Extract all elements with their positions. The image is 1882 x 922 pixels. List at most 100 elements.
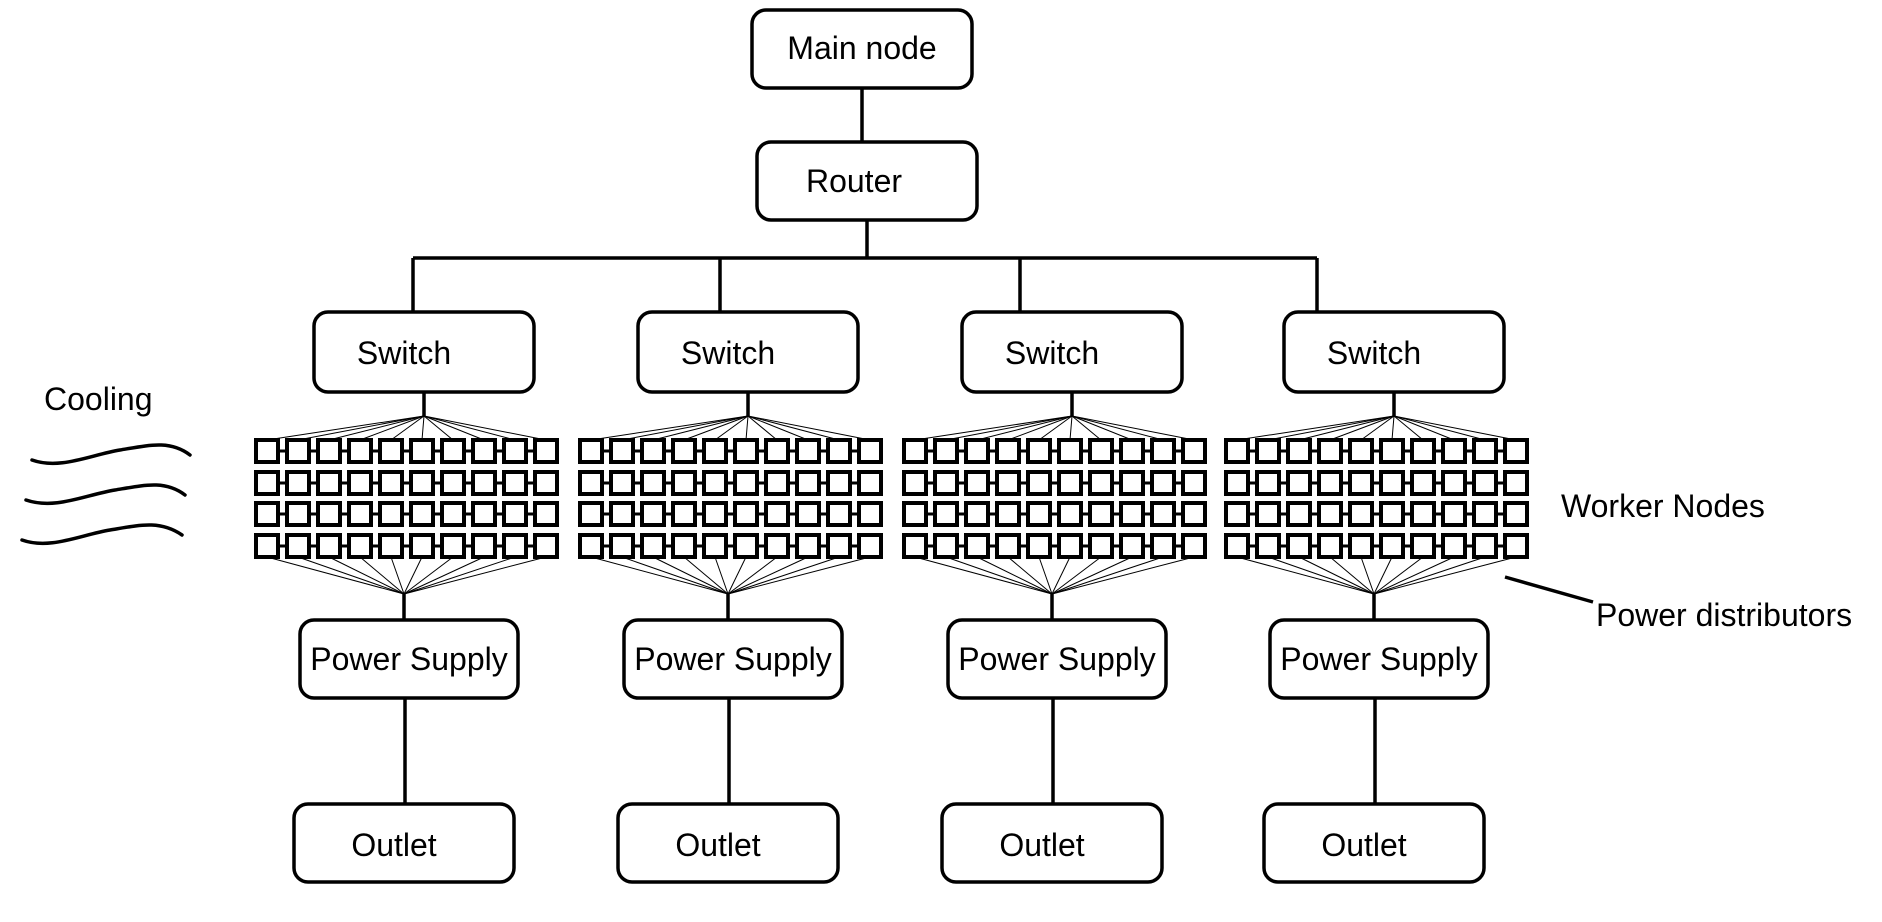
worker-node bbox=[702, 470, 728, 496]
worker-node bbox=[1503, 501, 1529, 527]
worker-node bbox=[471, 438, 497, 464]
worker-node bbox=[1286, 501, 1312, 527]
power-supply: Power Supply bbox=[622, 618, 844, 700]
worker-node bbox=[1224, 533, 1250, 559]
worker-node bbox=[1088, 438, 1114, 464]
worker-node bbox=[902, 501, 928, 527]
cooling-wave-2 bbox=[24, 483, 187, 506]
worker-node bbox=[609, 438, 635, 464]
worker-node bbox=[254, 470, 280, 496]
power-supply-label: Power Supply bbox=[310, 641, 507, 677]
network-fan bbox=[914, 415, 1195, 441]
worker-node bbox=[1379, 470, 1405, 496]
worker-node bbox=[471, 501, 497, 527]
power-distributor-fan bbox=[590, 556, 871, 595]
worker-node bbox=[471, 533, 497, 559]
worker-node bbox=[1119, 501, 1145, 527]
outlet-label: Outlet bbox=[351, 827, 436, 863]
network-fan bbox=[266, 415, 547, 441]
worker-node bbox=[1026, 501, 1052, 527]
main-node: Main node bbox=[750, 8, 974, 90]
worker-node bbox=[1286, 533, 1312, 559]
worker-node bbox=[1026, 533, 1052, 559]
worker-node bbox=[1503, 438, 1529, 464]
power-supply: Power Supply bbox=[1268, 618, 1490, 700]
network-fan bbox=[1236, 415, 1517, 441]
worker-node bbox=[1119, 438, 1145, 464]
worker-node bbox=[702, 438, 728, 464]
worker-node bbox=[347, 501, 373, 527]
worker-node bbox=[378, 470, 404, 496]
worker-node bbox=[409, 438, 435, 464]
worker-node bbox=[609, 501, 635, 527]
power-distributor-fan bbox=[914, 556, 1195, 595]
worker-node bbox=[964, 438, 990, 464]
power-supply-label: Power Supply bbox=[1280, 641, 1477, 677]
worker-node bbox=[533, 501, 559, 527]
worker-node bbox=[533, 470, 559, 496]
worker-node bbox=[1026, 470, 1052, 496]
worker-node bbox=[733, 501, 759, 527]
outlet-label: Outlet bbox=[675, 827, 760, 863]
outlet: Outlet bbox=[616, 802, 840, 884]
worker-node bbox=[316, 438, 342, 464]
worker-node bbox=[733, 438, 759, 464]
worker-node bbox=[1348, 533, 1374, 559]
switch-label: Switch bbox=[1005, 335, 1099, 371]
worker-node bbox=[795, 438, 821, 464]
worker-nodes-label: Worker Nodes bbox=[1561, 488, 1765, 524]
worker-node bbox=[1255, 470, 1281, 496]
worker-node bbox=[640, 438, 666, 464]
worker-node bbox=[285, 438, 311, 464]
switch: Switch bbox=[312, 310, 536, 394]
worker-node bbox=[316, 533, 342, 559]
worker-node bbox=[826, 438, 852, 464]
power-supply: Power Supply bbox=[298, 618, 520, 700]
switch-label: Switch bbox=[1327, 335, 1421, 371]
worker-node bbox=[285, 470, 311, 496]
worker-node bbox=[1255, 533, 1281, 559]
worker-node bbox=[964, 501, 990, 527]
worker-node bbox=[578, 470, 604, 496]
worker-node bbox=[857, 470, 883, 496]
worker-node bbox=[347, 533, 373, 559]
cooling-group: Cooling bbox=[20, 381, 192, 546]
worker-node bbox=[733, 533, 759, 559]
worker-node bbox=[1181, 438, 1207, 464]
worker-node bbox=[1472, 533, 1498, 559]
worker-node bbox=[409, 501, 435, 527]
worker-node bbox=[1150, 501, 1176, 527]
worker-node bbox=[933, 533, 959, 559]
worker-node bbox=[1441, 501, 1467, 527]
outlet: Outlet bbox=[292, 802, 516, 884]
worker-node bbox=[1150, 470, 1176, 496]
worker-node bbox=[1119, 533, 1145, 559]
worker-node bbox=[1150, 533, 1176, 559]
worker-node bbox=[933, 470, 959, 496]
worker-node bbox=[826, 533, 852, 559]
worker-node bbox=[1181, 470, 1207, 496]
worker-node bbox=[1181, 501, 1207, 527]
outlet-label: Outlet bbox=[1321, 827, 1406, 863]
worker-node bbox=[902, 533, 928, 559]
switch: Switch bbox=[1282, 310, 1506, 394]
worker-node bbox=[1255, 501, 1281, 527]
worker-node bbox=[1224, 470, 1250, 496]
worker-node bbox=[1150, 438, 1176, 464]
power-distributors-label: Power distributors bbox=[1596, 597, 1852, 633]
worker-node bbox=[409, 470, 435, 496]
worker-node bbox=[1057, 533, 1083, 559]
worker-node bbox=[1255, 438, 1281, 464]
worker-node bbox=[440, 438, 466, 464]
worker-node bbox=[702, 533, 728, 559]
worker-node bbox=[347, 438, 373, 464]
outlet: Outlet bbox=[940, 802, 1164, 884]
worker-node bbox=[316, 501, 342, 527]
cooling-wave-1 bbox=[30, 443, 192, 466]
worker-node bbox=[733, 470, 759, 496]
switch-label: Switch bbox=[357, 335, 451, 371]
power-distributors-pointer bbox=[1504, 575, 1594, 604]
